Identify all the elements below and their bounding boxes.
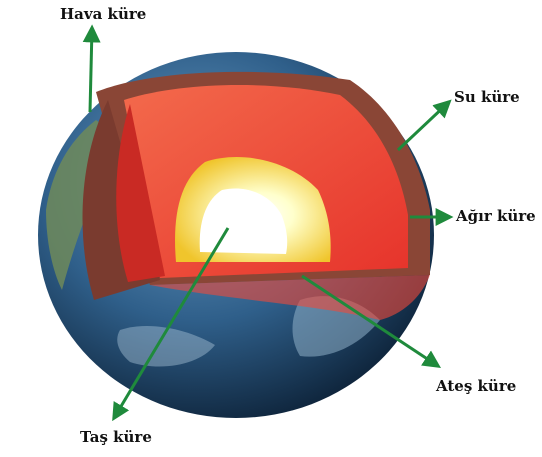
- mantle-inner-face: [116, 104, 165, 282]
- arrow-ates-kure: [301, 274, 442, 368]
- arrow-hava-kure: [82, 24, 101, 113]
- label-tas-kure: Taş küre: [80, 428, 152, 446]
- cut-surface: [150, 275, 430, 320]
- label-hava-kure: Hava küre: [60, 5, 147, 23]
- arrow-su-kure: [396, 99, 452, 152]
- label-agir-kure: Ağır küre: [456, 207, 536, 225]
- land-patch: [117, 325, 215, 367]
- arrow-tas-kure: [112, 227, 230, 422]
- label-ates-kure: Ateş küre: [436, 377, 517, 395]
- label-su-kure: Su küre: [454, 88, 520, 106]
